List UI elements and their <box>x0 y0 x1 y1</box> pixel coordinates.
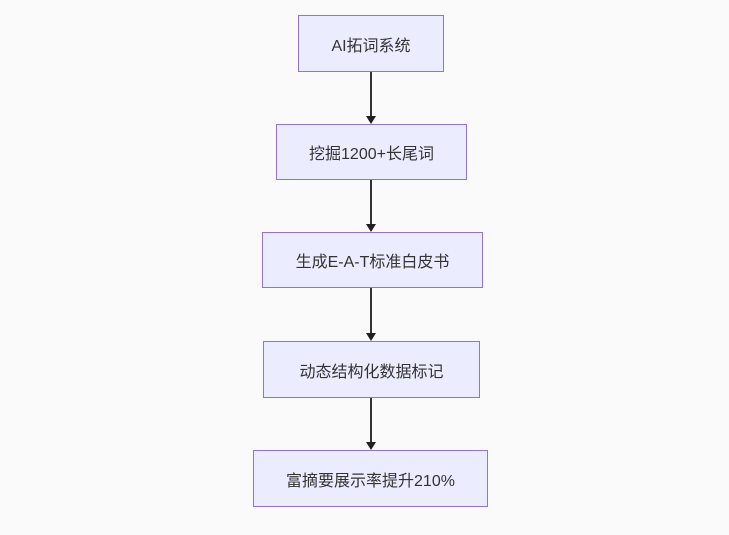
node-label: 动态结构化数据标记 <box>299 363 444 381</box>
flow-node-ai-word-expansion: AI拓词系统 <box>298 15 444 72</box>
arrow-head-icon <box>366 333 376 341</box>
arrow-line <box>370 72 372 116</box>
arrow-line <box>370 398 372 442</box>
node-label: 富摘要展示率提升210% <box>286 472 455 490</box>
edge-arrow-1 <box>366 72 376 124</box>
edge-arrow-3 <box>366 288 376 341</box>
arrow-head-icon <box>366 116 376 124</box>
node-label: 挖掘1200+长尾词 <box>309 146 434 163</box>
flow-node-longtail-mining: 挖掘1200+长尾词 <box>276 124 467 180</box>
flow-node-rich-snippet-rate: 富摘要展示率提升210% <box>253 450 488 507</box>
arrow-head-icon <box>366 442 376 450</box>
arrow-line <box>370 288 372 333</box>
flow-node-eat-whitepaper: 生成E-A-T标准白皮书 <box>262 232 483 288</box>
arrow-head-icon <box>366 224 376 232</box>
edge-arrow-4 <box>366 398 376 450</box>
node-label: AI拓词系统 <box>331 37 411 55</box>
flow-node-structured-data-markup: 动态结构化数据标记 <box>263 341 480 398</box>
node-label: 生成E-A-T标准白皮书 <box>295 254 450 271</box>
edge-arrow-2 <box>366 180 376 232</box>
arrow-line <box>370 180 372 224</box>
